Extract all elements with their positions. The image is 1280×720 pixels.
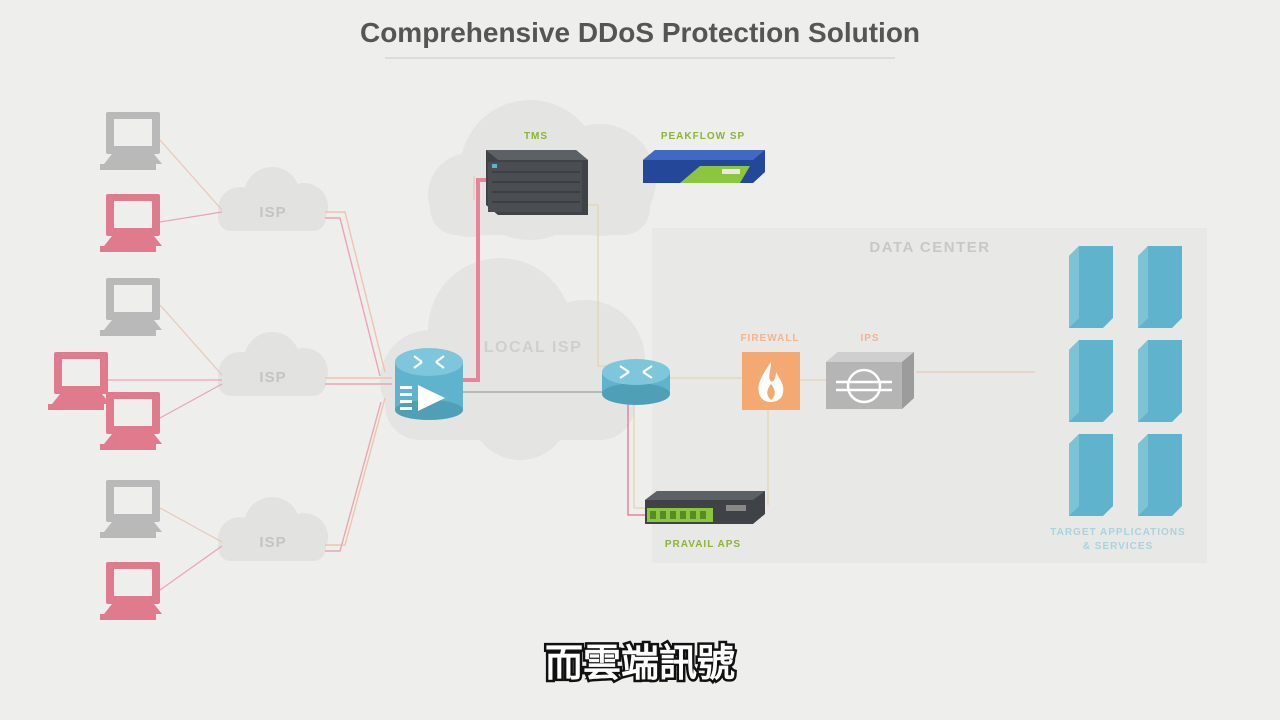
tms-appliance-icon bbox=[486, 150, 588, 215]
isp-cloud-2 bbox=[218, 332, 328, 396]
pc-to-isp-lines bbox=[108, 139, 223, 591]
server-4-icon bbox=[1138, 340, 1182, 422]
target-label-line2: & SERVICES bbox=[1083, 541, 1153, 552]
server-2-icon bbox=[1138, 246, 1182, 328]
target-label-line1: TARGET APPLICATIONS bbox=[1050, 527, 1185, 538]
firewall-label: FIREWALL bbox=[740, 333, 799, 344]
router-to-tms-line bbox=[462, 178, 486, 382]
ips-appliance-icon bbox=[826, 352, 914, 409]
pc-attacker-2 bbox=[48, 352, 110, 410]
server-1-icon bbox=[1069, 246, 1113, 328]
pravail-label: PRAVAIL APS bbox=[665, 539, 741, 550]
pc-attacker-1 bbox=[100, 194, 162, 252]
isp-cloud-1 bbox=[218, 167, 328, 231]
edge-router-icon bbox=[395, 348, 463, 420]
router-to-pravail-line-2 bbox=[633, 398, 645, 509]
pc-attacker-4 bbox=[100, 562, 162, 620]
pc-attacker-3 bbox=[100, 392, 162, 450]
pc-legit-2 bbox=[100, 278, 162, 336]
isp-label-1: ISP bbox=[259, 204, 286, 221]
pravail-aps-icon bbox=[645, 491, 765, 524]
isp-label-2: ISP bbox=[259, 369, 286, 386]
video-subtitle: 而雲端訊號 bbox=[545, 641, 735, 685]
server-5-icon bbox=[1069, 434, 1113, 516]
isp-label-3: ISP bbox=[259, 534, 286, 551]
peakflow-appliance-icon bbox=[643, 150, 765, 183]
core-router-icon bbox=[602, 359, 670, 405]
diagram-title: Comprehensive DDoS Protection Solution bbox=[360, 17, 920, 48]
isp-to-router-lines bbox=[325, 211, 392, 552]
data-center-label: DATA CENTER bbox=[869, 239, 990, 256]
server-3-icon bbox=[1069, 340, 1113, 422]
isp-cloud-3 bbox=[218, 497, 328, 561]
pc-legit-3 bbox=[100, 480, 162, 538]
firewall-icon bbox=[742, 352, 800, 410]
peakflow-label: PEAKFLOW SP bbox=[661, 131, 745, 142]
router-to-pravail-line bbox=[627, 398, 645, 516]
tms-to-router-line bbox=[588, 204, 612, 367]
tms-label: TMS bbox=[524, 131, 548, 142]
local-isp-label: LOCAL ISP bbox=[484, 339, 583, 356]
server-6-icon bbox=[1138, 434, 1182, 516]
ips-label: IPS bbox=[860, 333, 879, 344]
pc-legit-1 bbox=[100, 112, 162, 170]
